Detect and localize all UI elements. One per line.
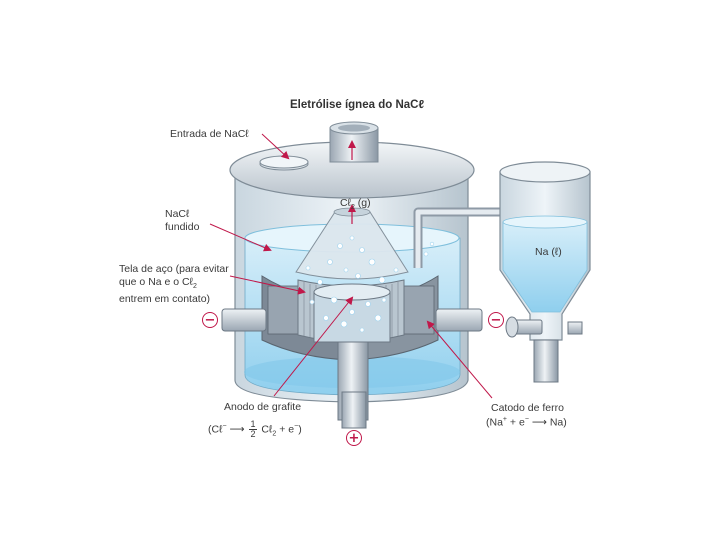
label-molten-nacl-line1: NaCℓ (165, 208, 199, 221)
label-steel-screen-line3: entrem em contato) (119, 293, 229, 306)
label-nacl-inlet: Entrada de NaCℓ (170, 128, 249, 141)
label-steel-screen: Tela de aço (para evitar que o Na e o Cℓ… (119, 263, 229, 306)
label-iron-cathode: Catodo de ferro (491, 402, 564, 415)
label-molten-nacl-line2: fundido (165, 221, 199, 234)
cathode-equation: (Na+ + e− ⟶ Na) (486, 416, 567, 429)
label-liquid-sodium: Na (ℓ) (535, 246, 562, 259)
negative-terminal-right-icon: − (488, 312, 504, 328)
label-graphite-anode: Anodo de grafite (224, 401, 301, 414)
negative-terminal-left-icon: − (202, 312, 218, 328)
label-chlorine-gas: Cℓ2 (g) (340, 197, 371, 214)
label-molten-nacl: NaCℓ fundido (165, 208, 199, 234)
label-steel-screen-line2: que o Na e o Cℓ2 (119, 276, 229, 293)
diagram-title: Eletrólise ígnea do NaCℓ (290, 99, 424, 111)
label-steel-screen-line1: Tela de aço (para evitar (119, 263, 229, 276)
sodium-collector (500, 162, 590, 382)
positive-terminal-icon: + (346, 430, 362, 446)
